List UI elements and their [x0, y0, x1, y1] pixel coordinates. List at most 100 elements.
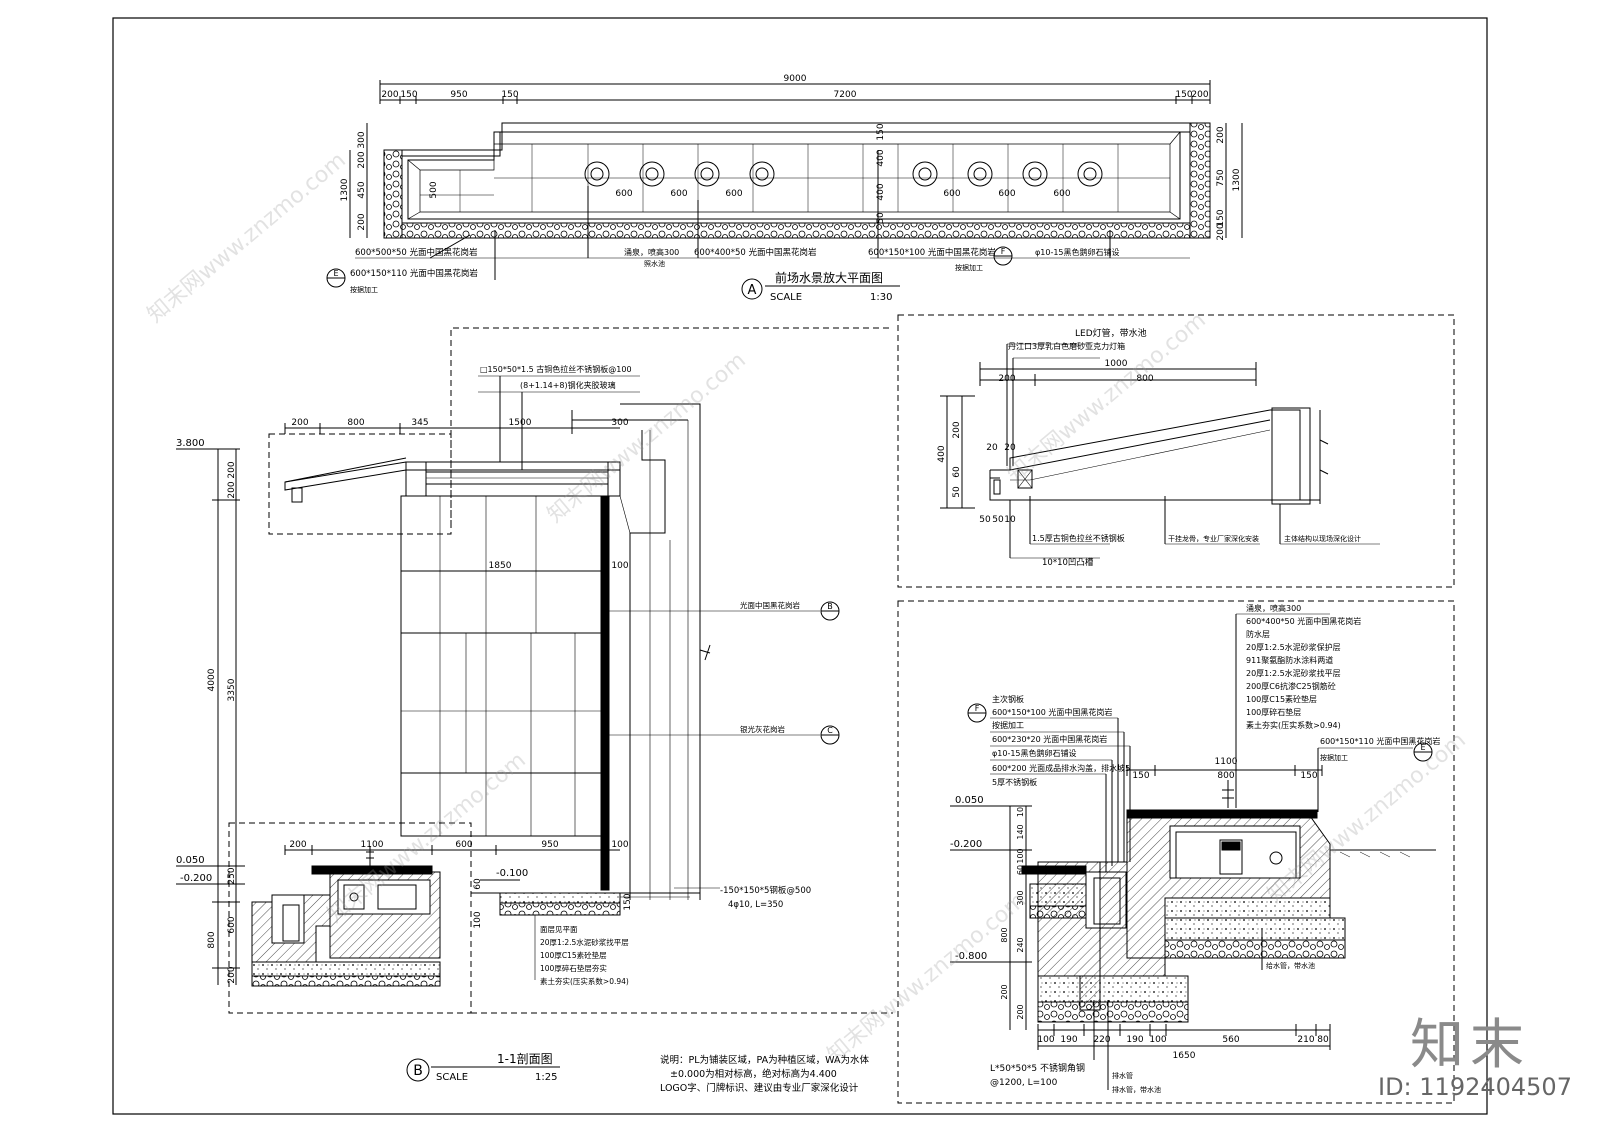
- svg-text:200: 200: [1000, 984, 1009, 999]
- svg-text:200: 200: [1191, 90, 1208, 100]
- plan-a-text: 9000 200 150 950 150 7200 150 200 300 20…: [333, 74, 1242, 303]
- svg-text:300: 300: [1016, 890, 1025, 905]
- svg-text:200: 200: [227, 481, 237, 498]
- svg-text:200: 200: [227, 966, 237, 983]
- svg-text:100厚C15素砼垫层: 100厚C15素砼垫层: [540, 950, 607, 960]
- svg-text:-150*150*5钢板@500: -150*150*5钢板@500: [720, 885, 811, 896]
- canopy-note-1: □150*50*1.5 古铜色拉丝不锈钢板@100: [480, 364, 632, 374]
- detail-top-callout-4: 主体结构以现场深化设计: [1284, 534, 1361, 543]
- svg-text:SCALE: SCALE: [770, 292, 802, 303]
- svg-text:600: 600: [615, 189, 632, 199]
- svg-text:911聚氨酯防水涂料两道: 911聚氨酯防水涂料两道: [1246, 655, 1333, 665]
- svg-text:100: 100: [1016, 848, 1025, 863]
- svg-text:L*50*50*5 不锈钢角钢: L*50*50*5 不锈钢角钢: [990, 1062, 1085, 1074]
- svg-text:950: 950: [450, 90, 467, 100]
- callout-plan-6: φ10-15黑色鹅卵石铺设: [1035, 247, 1120, 257]
- svg-text:-0.200: -0.200: [950, 839, 982, 850]
- svg-text:200: 200: [952, 421, 962, 438]
- svg-text:按据加工: 按据加工: [350, 285, 378, 294]
- svg-text:-0.200: -0.200: [180, 873, 212, 884]
- svg-text:@1200, L=100: @1200, L=100: [990, 1078, 1058, 1088]
- svg-text:-0.800: -0.800: [955, 951, 987, 962]
- svg-text:200: 200: [291, 418, 308, 428]
- plan-a-marker: A: [748, 283, 757, 298]
- svg-text:150: 150: [501, 90, 518, 100]
- note-3: LOGO字、门牌标识、建议由专业厂家深化设计: [660, 1082, 859, 1094]
- svg-text:C: C: [827, 726, 833, 735]
- svg-text:10: 10: [1004, 515, 1016, 525]
- svg-text:400: 400: [876, 149, 886, 166]
- svg-text:400: 400: [937, 445, 947, 462]
- svg-text:20厚1:2.5水泥砂浆保护层: 20厚1:2.5水泥砂浆保护层: [1246, 642, 1341, 652]
- svg-text:200: 200: [381, 90, 398, 100]
- svg-text:100厚C15素砼垫层: 100厚C15素砼垫层: [1246, 694, 1317, 704]
- svg-text:1650: 1650: [1173, 1051, 1196, 1061]
- svg-text:240: 240: [1016, 937, 1025, 952]
- svg-text:60: 60: [952, 466, 962, 478]
- svg-text:1850: 1850: [489, 561, 512, 571]
- svg-text:50: 50: [876, 212, 886, 224]
- svg-text:素土夯实(压实系数>0.94): 素土夯实(压实系数>0.94): [540, 976, 629, 986]
- svg-text:150: 150: [1175, 90, 1192, 100]
- svg-text:220: 220: [1093, 1035, 1110, 1045]
- section-b-marker: B: [413, 1063, 423, 1079]
- image-id: ID: 1192404507: [1378, 1073, 1572, 1101]
- svg-text:210: 210: [1297, 1035, 1314, 1045]
- svg-text:600*150*100 光面中国黑花岗岩: 600*150*100 光面中国黑花岗岩: [992, 707, 1112, 717]
- svg-text:200: 200: [1216, 126, 1226, 143]
- svg-text:150: 150: [1216, 209, 1226, 226]
- svg-text:250: 250: [227, 867, 237, 884]
- svg-text:150: 150: [1132, 771, 1149, 781]
- svg-text:1300: 1300: [340, 178, 350, 201]
- svg-text:950: 950: [541, 840, 558, 850]
- svg-text:按据加工: 按据加工: [1320, 753, 1348, 762]
- svg-text:素土夯实(压实系数>0.94): 素土夯实(压实系数>0.94): [1246, 720, 1341, 730]
- svg-text:300: 300: [611, 418, 628, 428]
- svg-text:800: 800: [1000, 927, 1009, 942]
- svg-text:50: 50: [979, 515, 991, 525]
- svg-text:1:30: 1:30: [870, 292, 892, 303]
- svg-text:600*400*50 光面中国黑花岗岩: 600*400*50 光面中国黑花岗岩: [1246, 616, 1361, 626]
- svg-text:50: 50: [992, 515, 1004, 525]
- svg-text:丹江口3厚乳白色磨砂亚克力灯箱: 丹江口3厚乳白色磨砂亚克力灯箱: [1008, 341, 1125, 351]
- detail-top-text: LED灯管，带水池 丹江口3厚乳白色磨砂亚克力灯箱 1000 200 800 2…: [937, 327, 1361, 568]
- svg-text:500: 500: [429, 181, 439, 198]
- svg-text:给水管，带水池: 给水管，带水池: [1266, 961, 1315, 970]
- callout-plan-5: 600*150*100 光面中国黑花岗岩: [868, 247, 996, 258]
- svg-text:20厚1:2.5水泥砂浆找平层: 20厚1:2.5水泥砂浆找平层: [540, 937, 629, 947]
- svg-text:5厚不锈钢板: 5厚不锈钢板: [992, 777, 1037, 787]
- detail-top-callout-3: 干挂龙骨，专业厂家深化安装: [1168, 534, 1259, 543]
- drawing-frame: [112, 17, 1488, 1115]
- wall-callout-1: 光面中国黑花岗岩: [740, 600, 800, 610]
- svg-text:0.050: 0.050: [955, 795, 984, 806]
- svg-text:100厚碎石垫层: 100厚碎石垫层: [1246, 707, 1301, 717]
- svg-text:1000: 1000: [1105, 359, 1128, 369]
- fountain-nozzles: [584, 161, 1103, 187]
- svg-text:排水管，带水池: 排水管，带水池: [1112, 1085, 1161, 1094]
- svg-text:60: 60: [1016, 865, 1025, 875]
- svg-text:20: 20: [1004, 443, 1016, 453]
- svg-text:φ10-15黑色鹅卵石铺设: φ10-15黑色鹅卵石铺设: [992, 748, 1077, 758]
- svg-text:100: 100: [473, 911, 483, 928]
- svg-text:800: 800: [1136, 374, 1153, 384]
- svg-text:200: 200: [227, 461, 237, 478]
- svg-text:80: 80: [1317, 1035, 1329, 1045]
- svg-text:200: 200: [1016, 1004, 1025, 1019]
- svg-text:450: 450: [357, 181, 367, 198]
- svg-text:-0.100: -0.100: [496, 868, 528, 879]
- svg-text:150: 150: [400, 90, 417, 100]
- svg-text:800: 800: [1217, 771, 1234, 781]
- svg-text:主次钢板: 主次钢板: [992, 694, 1024, 704]
- svg-text:600: 600: [670, 189, 687, 199]
- section-b: [176, 327, 893, 1082]
- svg-text:E: E: [333, 269, 338, 278]
- note-1: 说明：PL为铺装区域，PA为种植区域，WA为水体: [660, 1054, 870, 1066]
- detail-top-callout-2: 10*10凹凸槽: [1042, 557, 1094, 568]
- svg-text:200: 200: [289, 840, 306, 850]
- svg-text:按据加工: 按据加工: [992, 720, 1024, 730]
- svg-text:600: 600: [1053, 189, 1070, 199]
- svg-text:F: F: [975, 704, 980, 713]
- svg-text:LED灯管，带水池: LED灯管，带水池: [1075, 327, 1147, 339]
- svg-text:600*230*20 光面中国黑花岗岩: 600*230*20 光面中国黑花岗岩: [992, 734, 1107, 744]
- svg-text:10: 10: [1016, 807, 1025, 817]
